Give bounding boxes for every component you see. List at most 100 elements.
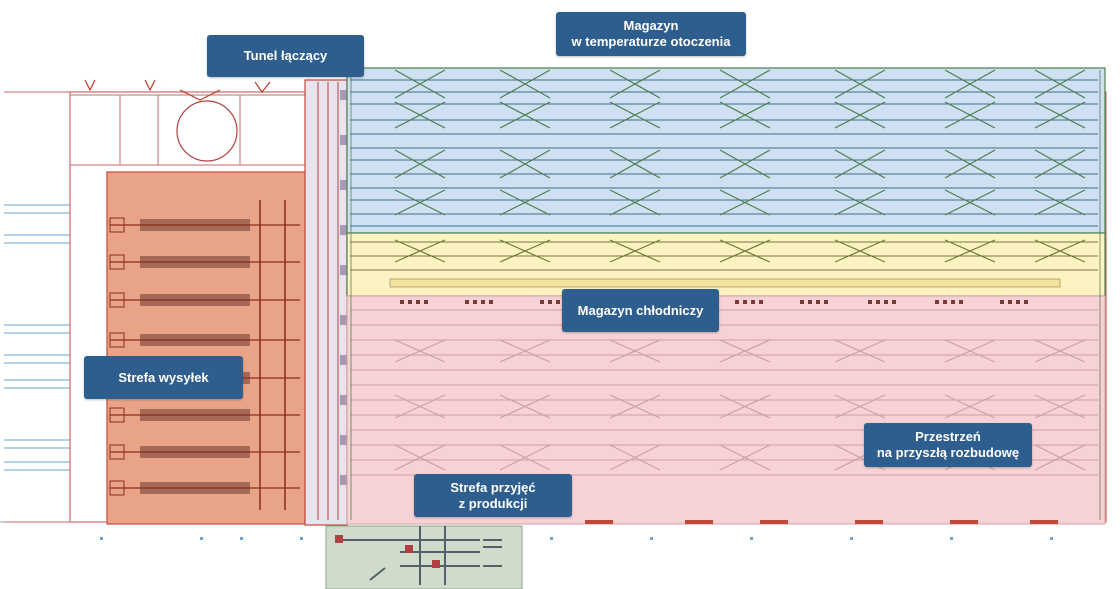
- brace: [1034, 444, 1086, 471]
- marker: [548, 300, 552, 304]
- brace: [834, 339, 886, 363]
- marker: [816, 300, 820, 304]
- marker: [759, 300, 763, 304]
- marker: [416, 300, 420, 304]
- marker: [489, 300, 493, 304]
- reception-markers: [335, 535, 440, 568]
- expansion-label-line2: na przyszłą rozbudowę: [876, 445, 1020, 460]
- tunnel-label: Tunel łączący: [207, 35, 364, 77]
- shipping-conveyors: [109, 200, 300, 510]
- brace: [499, 69, 551, 99]
- brace: [394, 101, 446, 129]
- brace: [834, 394, 886, 419]
- dock: [4, 461, 70, 471]
- brace: [944, 69, 996, 99]
- marker: [743, 300, 747, 304]
- brace: [1034, 339, 1086, 363]
- wall-mark: [760, 520, 788, 524]
- dock-box: [109, 217, 125, 233]
- marker: [868, 300, 872, 304]
- marker: [884, 300, 888, 304]
- brace: [499, 339, 551, 363]
- marker: [465, 300, 469, 304]
- marker: [800, 300, 804, 304]
- wall-mark: [950, 520, 978, 524]
- dock-box: [109, 254, 125, 270]
- marker: [959, 300, 963, 304]
- brace: [609, 239, 661, 263]
- chilled-hatch: [389, 278, 1061, 288]
- brace: [499, 149, 551, 179]
- reception-equipment: [335, 526, 502, 585]
- wall-mark: [1030, 520, 1058, 524]
- brace: [394, 339, 446, 363]
- brace: [719, 149, 771, 179]
- dock-box: [109, 332, 125, 348]
- expansion-label: Przestrzeń na przyszłą rozbudowę: [864, 423, 1032, 467]
- brace: [609, 189, 661, 216]
- marker: [935, 300, 939, 304]
- dock: [4, 379, 70, 389]
- expansion-label-line1: Przestrzeń: [915, 429, 981, 444]
- marker: [951, 300, 955, 304]
- brace: [944, 239, 996, 263]
- brace: [834, 101, 886, 129]
- shipping-label-text: Strefa wysyłek: [118, 369, 209, 385]
- dock: [4, 354, 70, 364]
- dock-box: [109, 407, 125, 423]
- marker: [1016, 300, 1020, 304]
- marker: [540, 300, 544, 304]
- marker: [556, 300, 560, 304]
- brace: [609, 339, 661, 363]
- brace: [394, 69, 446, 99]
- marker: [824, 300, 828, 304]
- survey-mark: [300, 537, 303, 540]
- brace: [499, 189, 551, 216]
- brace: [1034, 189, 1086, 216]
- marker: [876, 300, 880, 304]
- wall-mark: [585, 520, 613, 524]
- survey-mark: [550, 537, 553, 540]
- wall-mark: [685, 520, 713, 524]
- brace: [719, 339, 771, 363]
- dock: [4, 204, 70, 214]
- brace: [394, 394, 446, 419]
- brace: [1034, 101, 1086, 129]
- survey-mark: [750, 537, 753, 540]
- brace: [719, 239, 771, 263]
- brace: [834, 69, 886, 99]
- marker: [735, 300, 739, 304]
- brace: [394, 444, 446, 471]
- brace: [609, 101, 661, 129]
- brace: [719, 189, 771, 216]
- marker: [400, 300, 404, 304]
- reception-label: Strefa przyjęć z produkcji: [414, 474, 572, 517]
- ambient-label-line1: Magazyn: [623, 18, 679, 33]
- loading-docks: [4, 165, 107, 523]
- wall-mark: [855, 520, 883, 524]
- survey-mark: [200, 537, 203, 540]
- tunnel-label-text: Tunel łączący: [243, 48, 328, 63]
- brace: [834, 239, 886, 263]
- chilled-label: Magazyn chłodniczy: [562, 289, 719, 332]
- technical-rooms: [69, 79, 306, 166]
- brace: [1034, 394, 1086, 419]
- brace: [944, 101, 996, 129]
- dock-box: [109, 292, 125, 308]
- marker: [408, 300, 412, 304]
- brace: [609, 444, 661, 471]
- brace: [1034, 69, 1086, 99]
- brace: [394, 149, 446, 179]
- brace: [609, 149, 661, 179]
- marker: [808, 300, 812, 304]
- marker: [481, 300, 485, 304]
- brace: [1034, 239, 1086, 263]
- survey-mark: [950, 537, 953, 540]
- dock: [4, 439, 70, 449]
- brace: [499, 444, 551, 471]
- brace: [944, 149, 996, 179]
- reception-label-line2: z produkcji: [458, 495, 528, 511]
- tank-circle: [176, 100, 238, 162]
- brace: [499, 101, 551, 129]
- brace: [834, 149, 886, 179]
